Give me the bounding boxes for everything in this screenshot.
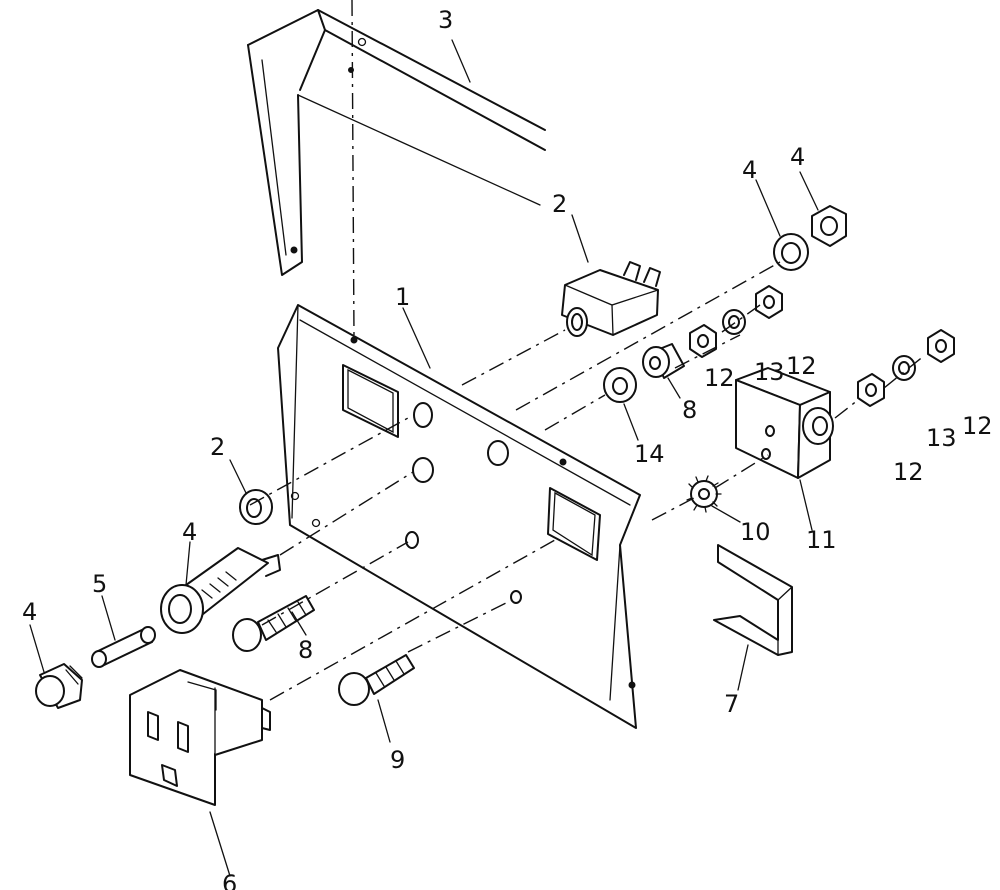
top-bracket-part-3 [247,9,546,276]
callout-3: 3 [438,6,453,34]
terminal-bracket-part-11 [735,367,834,479]
mounting-post-part-8 [232,595,315,652]
leader-lines [29,39,819,877]
callout-8-post: 8 [298,636,313,664]
lock-washer-part-13a [722,309,746,335]
fuse-holder-part-4 [160,547,281,634]
hex-nut-part-4 [811,205,847,247]
lock-washer-part-2 [239,489,273,525]
callout-1: 1 [395,283,410,311]
callout-5: 5 [92,570,107,598]
callout-4-washer: 4 [742,156,757,184]
callout-10: 10 [740,518,771,546]
circuit-breaker-part-2 [561,261,661,337]
center-lines [249,261,926,701]
hex-nut-part-12d [927,329,955,363]
callout-7: 7 [724,690,739,718]
callout-2-washer: 2 [210,433,225,461]
callout-13-a: 13 [754,358,785,386]
callout-6: 6 [222,870,237,890]
callout-13-b: 13 [926,424,957,452]
callout-4-cap: 4 [22,598,37,626]
callout-12-b: 12 [786,352,817,380]
washer-part-14 [603,367,637,403]
fuse-part-5 [91,626,156,668]
callout-4-nut: 4 [790,143,805,171]
u-channel-part-7 [713,544,793,656]
callout-12-a: 12 [704,364,735,392]
mounting-post-part-9 [338,654,415,706]
washer-part-4 [773,233,809,271]
hex-nut-part-12c [857,373,885,407]
hex-nut-part-12a [689,324,717,358]
callout-8-bushing: 8 [682,396,697,424]
callout-2-switch: 2 [552,190,567,218]
receptacle-part-6 [129,669,271,806]
bushing-part-8 [642,343,685,379]
hex-nut-part-12b [755,285,783,319]
callout-9: 9 [390,746,405,774]
lock-washer-part-13b [892,355,916,381]
callout-12-d: 12 [962,412,993,440]
star-washer-part-10 [686,475,722,513]
center-line-bracket [351,0,355,339]
callout-11: 11 [806,526,837,554]
callout-14: 14 [634,440,665,468]
callout-labels: 1 2 2 3 4 4 4 4 5 6 7 8 8 9 10 11 12 12 … [22,6,993,890]
front-panel-part-1 [277,304,641,729]
callout-4-holder: 4 [182,518,197,546]
fuse-cap-part-4 [35,663,83,709]
callout-12-c: 12 [893,458,924,486]
